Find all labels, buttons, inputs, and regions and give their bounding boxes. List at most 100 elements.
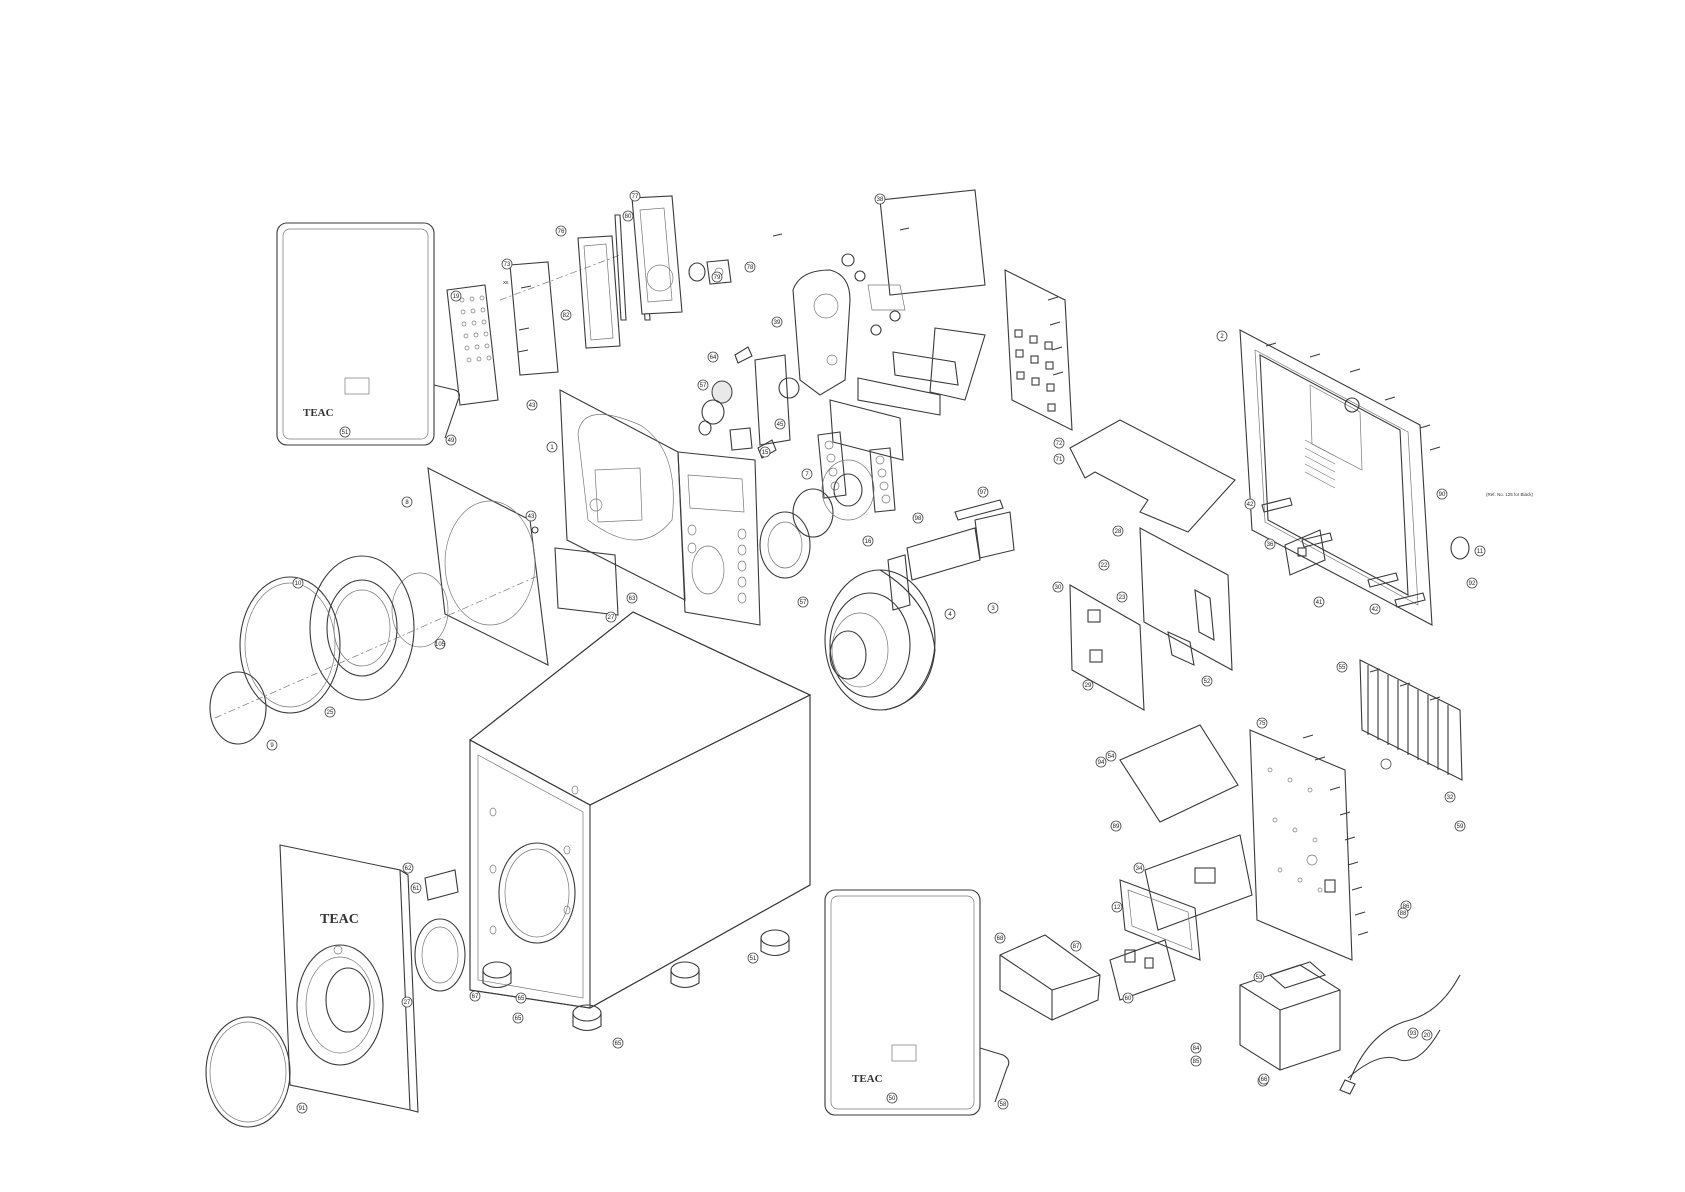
callout: 34: [1134, 863, 1144, 873]
svg-text:91: 91: [299, 1106, 306, 1112]
callout: 20: [1422, 1030, 1432, 1040]
callout: 89: [1111, 821, 1121, 831]
callout: 61: [411, 883, 421, 893]
subwoofer-grille-ring: [206, 1017, 290, 1127]
svg-text:58: 58: [1000, 1102, 1007, 1108]
callout: 10: [293, 578, 303, 588]
control-bar: [888, 500, 1014, 610]
callout: 3: [988, 603, 998, 613]
button-membrane: [447, 285, 498, 405]
svg-text:57: 57: [700, 383, 707, 389]
flat-cables: [830, 328, 985, 460]
svg-text:76: 76: [558, 229, 565, 235]
callout: 2: [1217, 331, 1227, 341]
callout: 105: [435, 639, 446, 649]
svg-text:19: 19: [453, 294, 460, 300]
callout: 84: [1191, 1043, 1201, 1053]
callout: 80: [623, 211, 633, 221]
drive-gear-assembly: [699, 347, 799, 458]
svg-text:87: 87: [1073, 944, 1080, 950]
callout: 87: [1071, 941, 1081, 951]
callout: 38: [875, 194, 885, 204]
svg-text:61: 61: [413, 886, 420, 892]
callout: 88: [1398, 908, 1408, 918]
callout: 15: [760, 447, 770, 457]
svg-text:32: 32: [1447, 795, 1454, 801]
callout: 62: [403, 863, 413, 873]
svg-text:49: 49: [448, 438, 455, 444]
reference-note: (Ref. No. 125 for Black): [1486, 492, 1534, 497]
callout: 49: [446, 435, 456, 445]
svg-text:51: 51: [750, 956, 757, 962]
svg-text:22: 22: [1101, 563, 1108, 569]
terminal-bracket: [425, 870, 458, 900]
fuse-pcb: [1110, 940, 1175, 1000]
switch-pcb: [1005, 270, 1072, 430]
svg-text:60: 60: [1125, 996, 1132, 1002]
svg-text:41: 41: [1316, 600, 1323, 606]
callout: 28: [1113, 526, 1123, 536]
amp-pcb: [1120, 725, 1238, 822]
callout: 76: [556, 226, 566, 236]
callout: 4: [945, 609, 955, 619]
callout: 41: [1314, 597, 1324, 607]
callout: 30: [1053, 582, 1063, 592]
svg-text:52: 52: [1204, 679, 1211, 685]
callout: 8: [402, 497, 412, 507]
svg-text:90: 90: [1439, 492, 1446, 498]
svg-text:89: 89: [1113, 824, 1120, 830]
callout: 27: [402, 997, 412, 1007]
gasket-frame: [1120, 880, 1200, 960]
svg-text:85: 85: [1193, 1059, 1200, 1065]
svg-text:93: 93: [1410, 1031, 1417, 1037]
bass-port-ring: [415, 919, 465, 991]
callout: 65: [516, 993, 526, 1003]
upper-shield-plate: [868, 190, 985, 310]
svg-text:43: 43: [528, 514, 535, 520]
callout: 39: [772, 317, 782, 327]
callout: 27: [606, 612, 616, 622]
svg-text:88: 88: [1400, 911, 1407, 917]
svg-text:78: 78: [747, 265, 754, 271]
callout: 66: [1259, 1074, 1269, 1084]
callout: 52: [1202, 676, 1212, 686]
svg-text:28: 28: [1115, 529, 1122, 535]
callout: [1381, 759, 1391, 769]
callout: 29: [1083, 680, 1093, 690]
svg-text:71: 71: [1056, 457, 1063, 463]
callout: 82: [561, 310, 571, 320]
callout: 67: [470, 991, 480, 1001]
svg-text:30: 30: [1055, 585, 1062, 591]
callout: 79: [712, 272, 722, 282]
svg-text:51: 51: [342, 430, 349, 436]
svg-text:65: 65: [615, 1041, 622, 1047]
callout: 57: [698, 380, 708, 390]
callout: 75: [1257, 718, 1267, 728]
svg-text:77: 77: [632, 194, 639, 200]
callout: 50: [887, 1093, 897, 1103]
callout: 55: [1337, 662, 1347, 672]
top-cover-plate: [1070, 420, 1235, 532]
subwoofer-front-panel: TEAC: [280, 845, 418, 1112]
svg-text:82: 82: [563, 313, 570, 319]
svg-text:63: 63: [629, 596, 636, 602]
svg-text:38: 38: [877, 197, 884, 203]
callout: 92: [1467, 578, 1477, 588]
svg-text:50: 50: [889, 1096, 896, 1102]
svg-text:TEAC: TEAC: [303, 407, 334, 419]
front-speaker-ring: [310, 556, 414, 700]
speaker-gasket: [392, 573, 448, 647]
svg-text:92: 92: [1469, 581, 1476, 587]
callout: 98: [913, 513, 923, 523]
svg-text:11: 11: [1477, 549, 1484, 555]
callout: 91: [297, 1103, 307, 1113]
callout: 77: [630, 191, 640, 201]
subwoofer-cabinet: [470, 612, 810, 1008]
callout: 72: [1054, 438, 1064, 448]
disc-slot-cover: [632, 196, 682, 314]
callout: 11: [1475, 546, 1485, 556]
callout: 43: [527, 400, 537, 410]
front-panel: [678, 452, 760, 625]
display-window-frame: [578, 236, 620, 348]
rear-cabinet: [1240, 330, 1469, 625]
